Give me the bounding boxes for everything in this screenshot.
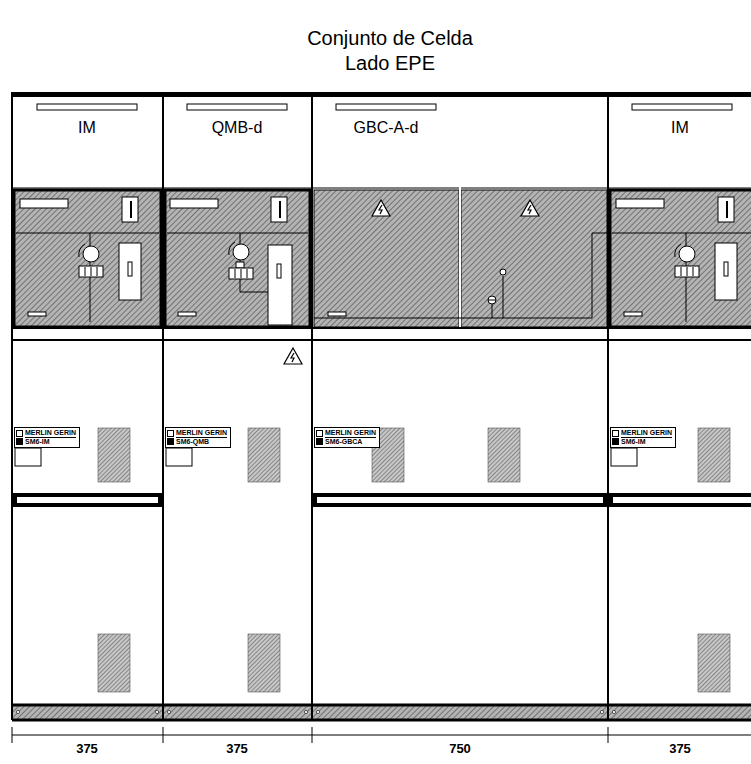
model-code: SM6-IM — [25, 438, 76, 446]
brand-logo-mark — [167, 430, 174, 437]
brand-name: MERLIN GERIN — [325, 429, 376, 438]
brand-name: MERLIN GERIN — [176, 429, 227, 438]
dimension-value: 375 — [74, 741, 100, 756]
cell-type-label: IM — [78, 119, 96, 137]
cell-type-label: QMB-d — [212, 119, 263, 137]
model-code: SM6-GBCA — [325, 438, 376, 446]
brand-logo-mark — [612, 438, 619, 445]
switchgear-cell: QMB-dMERLIN GERINSM6-QMB — [163, 92, 312, 720]
brand-name: MERLIN GERIN — [25, 429, 76, 438]
switchgear-cell: IM MERLIN GERINSM6-IM — [608, 92, 751, 720]
brand-logo-mark — [612, 430, 619, 437]
switchgear-cell: IM MERLIN GERINSM6-IM — [12, 92, 163, 720]
cell-type-label: IM — [671, 119, 689, 137]
manufacturer-nameplate: MERLIN GERINSM6-IM — [610, 427, 676, 448]
dimension-value: 750 — [447, 741, 473, 756]
dimension-value: 375 — [224, 741, 250, 756]
model-code: SM6-QMB — [176, 438, 227, 446]
switchgear-cell: GBC-A-dMERLIN GERINSM6-GBCA — [312, 92, 608, 720]
brand-name: MERLIN GERIN — [621, 429, 672, 438]
brand-logo-mark — [316, 430, 323, 437]
brand-logo-mark — [316, 438, 323, 445]
cell-type-label: GBC-A-d — [354, 119, 419, 137]
brand-logo-mark — [16, 430, 23, 437]
manufacturer-nameplate: MERLIN GERINSM6-QMB — [165, 427, 231, 448]
dimension-value: 375 — [667, 741, 693, 756]
diagram-title: Conjunto de Celda Lado EPE — [295, 26, 485, 76]
brand-logo-mark — [167, 438, 174, 445]
manufacturer-nameplate: MERLIN GERINSM6-GBCA — [314, 427, 380, 448]
manufacturer-nameplate: MERLIN GERINSM6-IM — [14, 427, 80, 448]
brand-logo-mark — [16, 438, 23, 445]
model-code: SM6-IM — [621, 438, 672, 446]
